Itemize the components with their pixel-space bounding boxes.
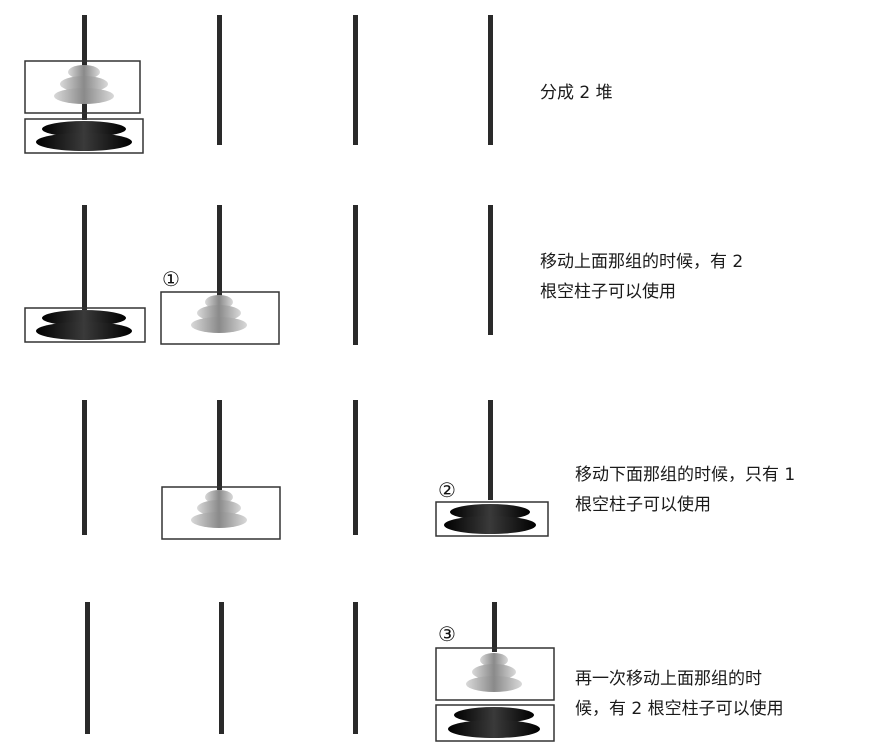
large-disk-group-box [24,118,144,154]
row-step3: ③ [85,602,555,742]
small-disk [480,653,508,667]
small-disk-group-box [161,486,281,540]
step-marker: ① [162,267,180,291]
rod [353,15,358,145]
large-disk-group-box [435,501,549,537]
small-disk [197,305,241,321]
small-disk [60,76,108,92]
large-disk [454,707,534,723]
rod [488,400,493,500]
small-disk-group-box [435,647,555,701]
large-disk-group-box [24,307,146,343]
large-disk [36,133,132,151]
rod [82,205,87,310]
small-disk-group-box [24,60,141,114]
large-disk [42,310,126,326]
small-disk [191,512,247,528]
rod [488,205,493,335]
rod [353,602,358,734]
small-disk [68,65,100,79]
row-step1: ① [24,205,493,345]
caption-line: 候，有 2 根空柱子可以使用 [575,699,784,719]
small-disk [197,500,241,516]
rod [353,205,358,345]
large-disk-group-box [435,704,555,742]
rod [217,205,222,300]
rod [217,15,222,145]
large-disk [444,516,536,534]
caption-line: 再一次移动上面那组的时 [575,669,762,689]
rod [492,602,497,652]
step-marker: ② [438,478,456,502]
rod [488,15,493,145]
row-split [24,15,493,154]
row-step2: ② [82,400,549,540]
small-disk [466,676,522,692]
caption-step3: 再一次移动上面那组的时 候，有 2 根空柱子可以使用 [575,664,784,724]
caption-line: 根空柱子可以使用 [575,495,711,515]
rod [219,602,224,734]
large-disk [42,121,126,137]
small-disk [191,317,247,333]
small-disk [54,88,114,104]
caption-line: 根空柱子可以使用 [540,282,676,302]
rod [85,602,90,734]
small-disk [472,664,516,680]
rod [82,400,87,535]
large-disk [36,322,132,340]
caption-step2: 移动下面那组的时候，只有 1 根空柱子可以使用 [575,460,795,520]
rod [217,400,222,490]
large-disk [450,504,530,520]
caption-line: 移动上面那组的时候，有 2 [540,252,744,272]
step-marker: ③ [438,622,456,646]
large-disk [448,720,540,738]
caption-line: 移动下面那组的时候，只有 1 [575,465,796,485]
small-disk-group-box [160,291,280,345]
caption-split: 分成 2 堆 [540,78,613,108]
caption-step1: 移动上面那组的时候，有 2 根空柱子可以使用 [540,247,743,307]
caption-line: 分成 2 堆 [540,83,613,103]
rod [353,400,358,535]
